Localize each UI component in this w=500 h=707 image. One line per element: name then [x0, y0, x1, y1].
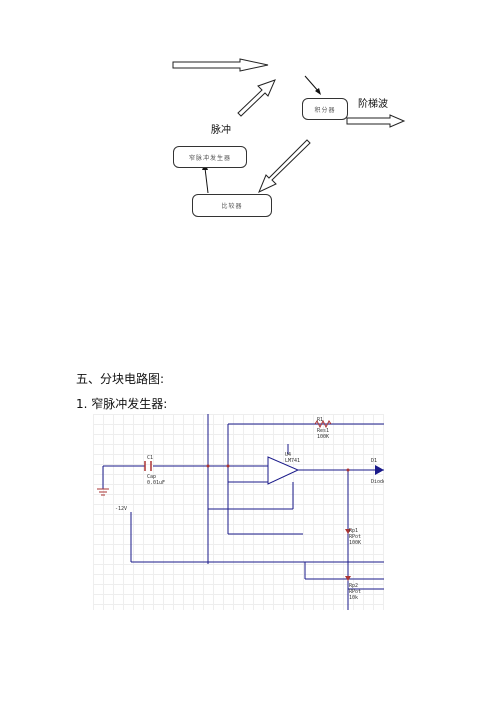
svg-text:D1: D1	[371, 458, 377, 464]
svg-text:RPot: RPot	[349, 589, 361, 595]
section-heading: 五、分块电路图:	[76, 372, 165, 386]
svg-text:Diode: Diode	[371, 479, 384, 485]
output-arrow	[346, 114, 406, 128]
integrator-box: 积分器	[302, 98, 348, 120]
svg-text:100K: 100K	[349, 540, 361, 546]
svg-text:Rp2: Rp2	[349, 583, 358, 589]
svg-text:Rp1: Rp1	[349, 528, 358, 534]
subsection-heading: 1. 窄脉冲发生器:	[76, 397, 168, 411]
comparator-box: 比较器	[192, 194, 272, 217]
svg-text:-12V: -12V	[115, 506, 127, 512]
svg-text:R1: R1	[317, 417, 323, 423]
label-staircase: 阶梯波	[358, 99, 388, 110]
circuit-svg: R1 Res1 100K C1 Cap 0.01uF U4 LM741 D1 D…	[97, 414, 384, 610]
svg-text:100K: 100K	[317, 434, 329, 440]
opamp-symbol	[267, 456, 300, 485]
label-pulse: 脉冲	[211, 125, 231, 136]
input-arrow	[172, 58, 269, 72]
svg-text:0.01uF: 0.01uF	[147, 480, 165, 486]
svg-text:U4: U4	[285, 452, 291, 458]
narrow-pulse-box: 窄脉冲发生器	[173, 146, 247, 168]
svg-text:LM741: LM741	[285, 458, 300, 464]
svg-text:Res1: Res1	[317, 428, 329, 434]
svg-text:RPot: RPot	[349, 534, 361, 540]
schematic-image: R1 Res1 100K C1 Cap 0.01uF U4 LM741 D1 D…	[93, 414, 384, 610]
block-diagram	[172, 58, 406, 194]
diode-symbol	[375, 465, 384, 475]
pulse-arrow	[237, 79, 276, 117]
feedback-arrow	[258, 139, 311, 194]
svg-text:C1: C1	[147, 455, 153, 461]
svg-text:Cap: Cap	[147, 474, 156, 480]
svg-text:10k: 10k	[349, 595, 358, 601]
